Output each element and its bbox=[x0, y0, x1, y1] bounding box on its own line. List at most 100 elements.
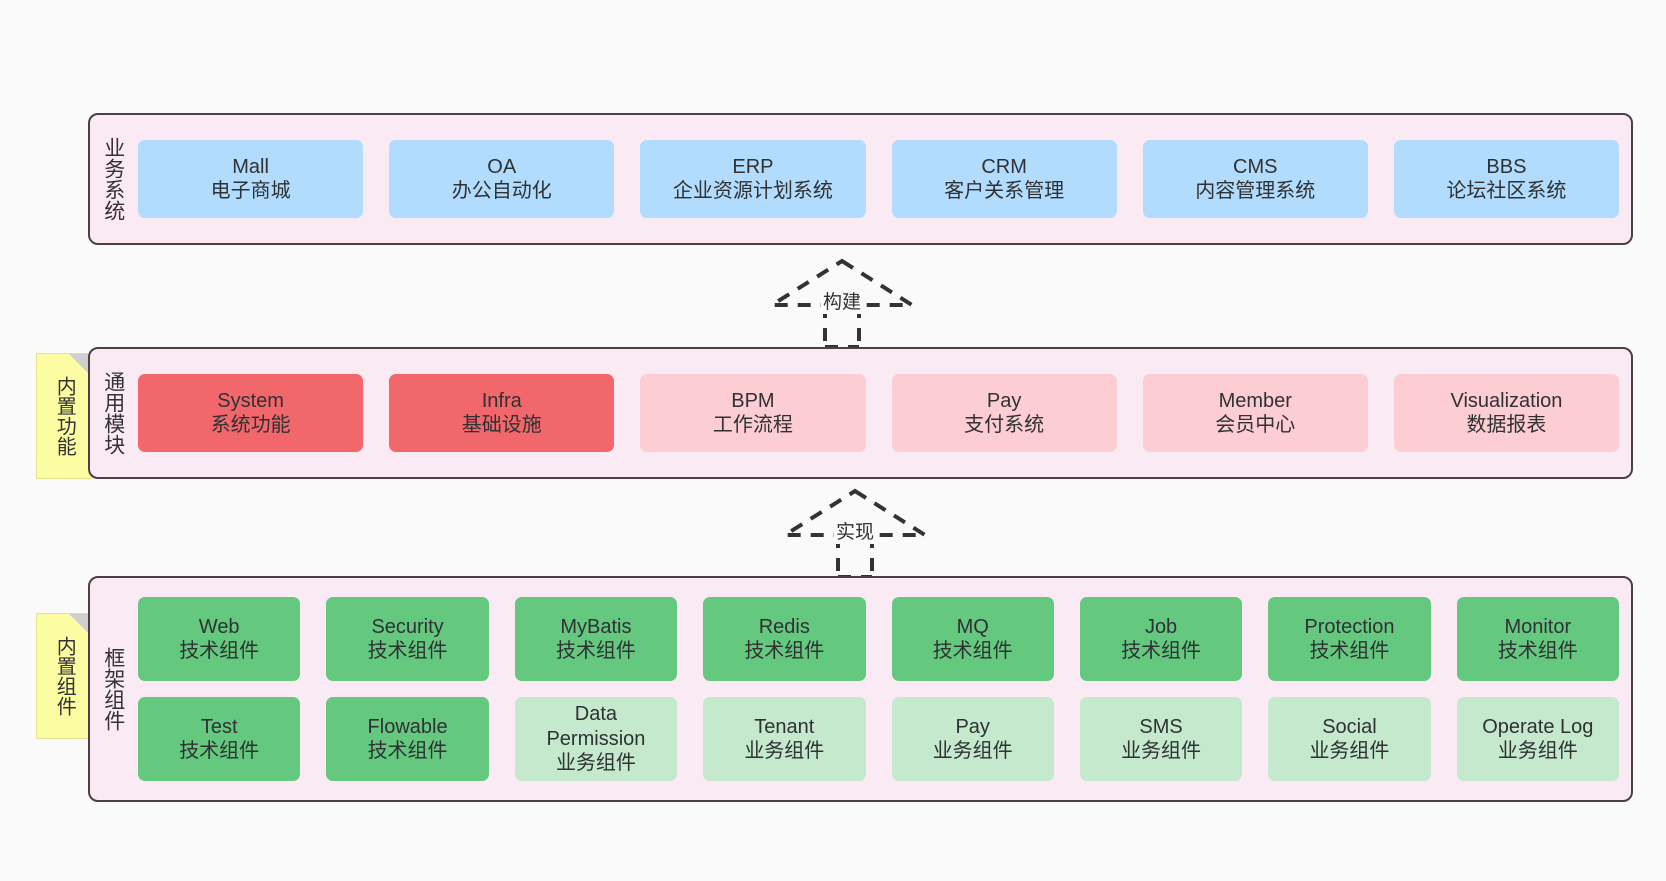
module-name: Pay bbox=[986, 389, 1022, 412]
layer-row: Mall 电子商城 OA 办公自动化 ERP 企业资源计划系统 CRM 客户关系… bbox=[138, 140, 1620, 218]
component-desc: 技术组件 bbox=[179, 740, 260, 762]
component-card-flowable[interactable]: Flowable 技术组件 bbox=[326, 697, 489, 781]
layer-title-framework: 框架组件 bbox=[101, 647, 125, 731]
component-name: Data Permission bbox=[546, 703, 646, 750]
connector-build: 构建 bbox=[757, 253, 927, 349]
module-card-crm[interactable]: CRM 客户关系管理 bbox=[891, 140, 1117, 218]
module-card-oa[interactable]: OA 办公自动化 bbox=[389, 140, 615, 218]
sticky-note-label: 内置功能 bbox=[53, 376, 76, 456]
component-name: Tenant bbox=[754, 715, 815, 738]
layer-body-framework: Web 技术组件 Security 技术组件 MyBatis 技术组件 Redi… bbox=[136, 578, 1631, 800]
component-card-job[interactable]: Job 技术组件 bbox=[1079, 597, 1243, 681]
component-name: Security bbox=[371, 615, 444, 638]
module-desc: 企业资源计划系统 bbox=[672, 180, 833, 202]
layer-business-systems: 业务系统 Mall 电子商城 OA 办公自动化 ERP 企业资源计划系统 CRM… bbox=[88, 113, 1633, 245]
component-card-mybatis[interactable]: MyBatis 技术组件 bbox=[514, 597, 678, 681]
component-desc: 业务组件 bbox=[555, 752, 636, 775]
connector-label-build: 构建 bbox=[820, 287, 864, 314]
component-card-data-permission[interactable]: Data Permission 业务组件 bbox=[514, 697, 678, 781]
layer-row: Test 技术组件 Flowable 技术组件 Data Permission … bbox=[138, 697, 1619, 781]
component-desc: 业务组件 bbox=[1309, 740, 1390, 762]
module-desc: 会员中心 bbox=[1215, 414, 1296, 436]
sticky-note-builtin-components: 内置组件 bbox=[36, 613, 92, 739]
module-card-visualization[interactable]: Visualization 数据报表 bbox=[1393, 374, 1620, 452]
component-desc: 技术组件 bbox=[744, 640, 825, 662]
module-desc: 论坛社区系统 bbox=[1446, 180, 1567, 202]
component-name: Pay bbox=[955, 715, 990, 738]
connector-label-implement: 实现 bbox=[833, 517, 877, 544]
module-desc: 基础设施 bbox=[461, 414, 542, 436]
module-card-member[interactable]: Member 会员中心 bbox=[1142, 374, 1368, 452]
component-card-social[interactable]: Social 业务组件 bbox=[1268, 697, 1431, 781]
component-card-protection[interactable]: Protection 技术组件 bbox=[1268, 597, 1431, 681]
module-name: Member bbox=[1218, 389, 1292, 412]
module-name: Mall bbox=[232, 155, 269, 178]
component-desc: 技术组件 bbox=[1309, 640, 1390, 662]
component-desc: 业务组件 bbox=[1497, 740, 1578, 762]
module-name: System bbox=[217, 389, 284, 412]
module-card-pay[interactable]: Pay 支付系统 bbox=[891, 374, 1117, 452]
module-card-mall[interactable]: Mall 电子商城 bbox=[138, 140, 364, 218]
component-desc: 技术组件 bbox=[367, 740, 448, 762]
module-card-infra[interactable]: Infra 基础设施 bbox=[389, 374, 615, 452]
component-desc: 技术组件 bbox=[367, 640, 448, 662]
component-name: Protection bbox=[1304, 615, 1395, 638]
component-desc: 业务组件 bbox=[1121, 740, 1202, 762]
component-desc: 技术组件 bbox=[1497, 640, 1578, 662]
component-desc: 技术组件 bbox=[1121, 640, 1202, 662]
component-desc: 技术组件 bbox=[932, 640, 1013, 662]
component-name: Social bbox=[1322, 715, 1377, 738]
module-card-bpm[interactable]: BPM 工作流程 bbox=[640, 374, 866, 452]
component-card-pay[interactable]: Pay 业务组件 bbox=[891, 697, 1054, 781]
module-desc: 内容管理系统 bbox=[1195, 180, 1316, 202]
component-name: Monitor bbox=[1504, 615, 1572, 638]
module-desc: 电子商城 bbox=[210, 180, 291, 202]
component-name: MyBatis bbox=[560, 615, 632, 638]
module-card-system[interactable]: System 系统功能 bbox=[138, 374, 364, 452]
layer-row: Web 技术组件 Security 技术组件 MyBatis 技术组件 Redi… bbox=[138, 597, 1619, 681]
component-card-tenant[interactable]: Tenant 业务组件 bbox=[703, 697, 866, 781]
component-name: Web bbox=[198, 615, 240, 638]
module-desc: 系统功能 bbox=[210, 414, 291, 436]
module-desc: 支付系统 bbox=[964, 414, 1045, 436]
component-name: Operate Log bbox=[1482, 715, 1594, 738]
layer-title-business: 业务系统 bbox=[101, 137, 125, 221]
module-desc: 数据报表 bbox=[1466, 414, 1547, 436]
module-name: OA bbox=[487, 155, 517, 178]
component-desc: 业务组件 bbox=[932, 740, 1013, 762]
component-desc: 业务组件 bbox=[744, 740, 825, 762]
component-desc: 技术组件 bbox=[555, 640, 636, 662]
module-card-bbs[interactable]: BBS 论坛社区系统 bbox=[1393, 140, 1620, 218]
component-card-web[interactable]: Web 技术组件 bbox=[138, 597, 301, 681]
module-name: ERP bbox=[732, 155, 774, 178]
layer-body-common: System 系统功能 Infra 基础设施 BPM 工作流程 Pay 支付系统… bbox=[136, 349, 1631, 477]
component-card-operate-log[interactable]: Operate Log 业务组件 bbox=[1456, 697, 1619, 781]
component-name: Flowable bbox=[367, 715, 448, 738]
component-card-mq[interactable]: MQ 技术组件 bbox=[891, 597, 1054, 681]
module-desc: 客户关系管理 bbox=[944, 180, 1065, 202]
component-name: SMS bbox=[1139, 715, 1183, 738]
component-card-monitor[interactable]: Monitor 技术组件 bbox=[1456, 597, 1619, 681]
layer-body-business: Mall 电子商城 OA 办公自动化 ERP 企业资源计划系统 CRM 客户关系… bbox=[136, 115, 1631, 243]
component-card-sms[interactable]: SMS 业务组件 bbox=[1079, 697, 1243, 781]
module-name: BBS bbox=[1486, 155, 1527, 178]
component-card-security[interactable]: Security 技术组件 bbox=[326, 597, 489, 681]
sticky-note-label: 内置组件 bbox=[53, 636, 76, 716]
layer-row: System 系统功能 Infra 基础设施 BPM 工作流程 Pay 支付系统… bbox=[138, 374, 1620, 452]
module-card-erp[interactable]: ERP 企业资源计划系统 bbox=[640, 140, 866, 218]
sticky-note-builtin-features: 内置功能 bbox=[36, 353, 92, 479]
layer-framework-components: 框架组件 Web 技术组件 Security 技术组件 MyBatis 技术组件… bbox=[88, 576, 1633, 802]
component-card-redis[interactable]: Redis 技术组件 bbox=[703, 597, 866, 681]
module-name: Visualization bbox=[1450, 389, 1563, 412]
component-card-test[interactable]: Test 技术组件 bbox=[138, 697, 301, 781]
component-name: Test bbox=[200, 715, 238, 738]
layer-common-modules: 通用模块 System 系统功能 Infra 基础设施 BPM 工作流程 Pay… bbox=[88, 347, 1633, 479]
module-card-cms[interactable]: CMS 内容管理系统 bbox=[1142, 140, 1368, 218]
component-name: Job bbox=[1144, 615, 1178, 638]
module-name: Infra bbox=[481, 389, 522, 412]
layer-title-common: 通用模块 bbox=[101, 371, 125, 455]
component-desc: 技术组件 bbox=[179, 640, 260, 662]
module-name: CMS bbox=[1233, 155, 1278, 178]
module-desc: 工作流程 bbox=[712, 414, 793, 436]
